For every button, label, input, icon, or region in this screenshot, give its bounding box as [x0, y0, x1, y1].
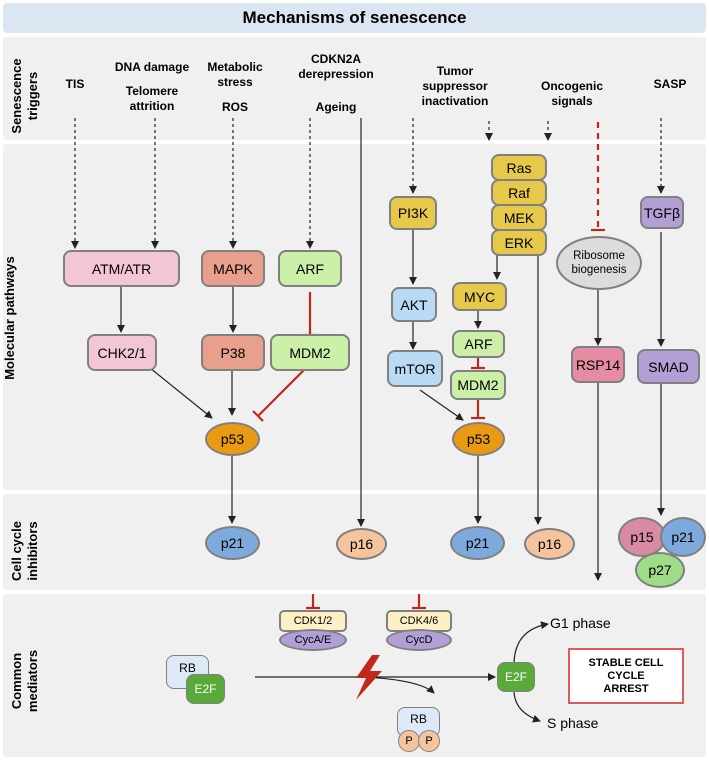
phosphate-b: P	[418, 730, 440, 752]
node-atm-atr: ATM/ATR	[63, 250, 180, 287]
trigger-tumor-suppressor: Tumor suppressor inactivation	[421, 64, 489, 108]
trigger-metabolic-stress: Metabolic stress	[207, 60, 263, 89]
node-mek: MEK	[491, 204, 547, 231]
node-arf: ARF	[278, 250, 342, 287]
arrow-mtor-p53	[419, 389, 464, 421]
node-cyc-ae: CycA/E	[279, 629, 347, 651]
diagram-title: Mechanisms of senescence	[242, 8, 467, 27]
node-p21-3: p21	[660, 517, 706, 557]
node-p53: p53	[205, 422, 260, 456]
node-raf: Raf	[491, 179, 547, 206]
band-pathways	[3, 144, 706, 490]
trigger-dna-damage: DNA damage	[114, 60, 190, 74]
node-mdm2-2: MDM2	[450, 370, 506, 400]
node-cycd: CycD	[386, 629, 452, 651]
node-pi3k: PI3K	[389, 196, 437, 230]
trigger-oncogenic: Oncogenic signals	[540, 79, 603, 108]
label-stable-arrest: STABLE CELL CYCLE ARREST	[568, 648, 684, 704]
label-s-phase: S phase	[547, 715, 599, 731]
label-g1-phase: G1 phase	[550, 615, 611, 631]
node-p16-2: p16	[524, 528, 575, 560]
trigger-ros: ROS	[221, 100, 248, 114]
node-e2f: E2F	[186, 674, 225, 704]
band-triggers	[3, 37, 706, 140]
trigger-ageing: Ageing	[315, 100, 357, 114]
node-p53-2: p53	[452, 422, 505, 456]
trigger-cdkn2a: CDKN2A derepression	[298, 52, 374, 81]
node-tgfb: TGFβ	[640, 196, 684, 229]
node-erk: ERK	[491, 229, 547, 256]
lightning-icon	[356, 655, 382, 700]
node-p16: p16	[336, 528, 387, 560]
node-mdm2: MDM2	[270, 334, 350, 371]
arrow-s	[513, 689, 541, 723]
node-chk: CHK2/1	[87, 334, 157, 371]
trigger-sasp: SASP	[653, 77, 687, 91]
node-p38: P38	[201, 334, 265, 371]
arrow-g1	[513, 621, 549, 666]
inhibit-mdm2-p53	[257, 367, 307, 417]
node-ras: Ras	[491, 154, 547, 181]
arrow-release	[364, 676, 435, 694]
node-smad: SMAD	[637, 349, 700, 384]
title-bar: Mechanisms of senescence	[3, 3, 706, 33]
node-mapk: MAPK	[201, 250, 265, 287]
node-akt: AKT	[391, 287, 437, 322]
node-p21: p21	[205, 526, 260, 560]
node-rsp14: RSP14	[571, 346, 625, 383]
trigger-tis: TIS	[65, 77, 85, 91]
node-mtor: mTOR	[387, 350, 443, 387]
node-e2f-2: E2F	[497, 662, 535, 692]
phosphate-a: P	[398, 730, 420, 752]
node-arf-2: ARF	[452, 330, 505, 358]
node-myc: MYC	[452, 282, 507, 311]
node-p27: p27	[635, 552, 685, 588]
node-p15: p15	[618, 517, 666, 557]
node-ribosome-biogenesis: Ribosome biogenesis	[556, 236, 642, 290]
node-p21-2: p21	[450, 526, 505, 560]
arrow-chk-p53	[149, 367, 213, 419]
trigger-telomere-attrition: Telomere attrition	[125, 84, 179, 113]
